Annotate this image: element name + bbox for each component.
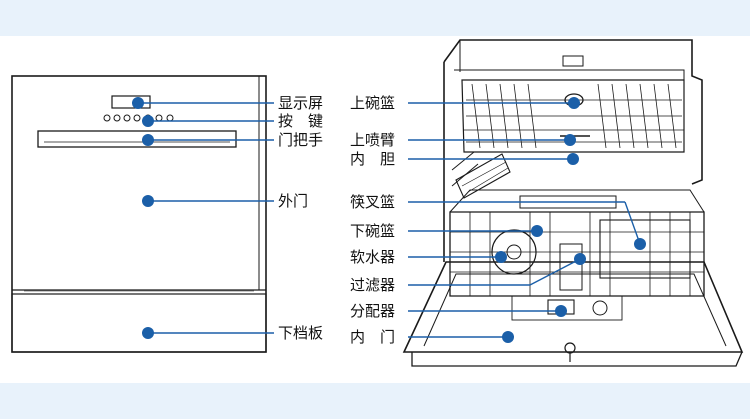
label-handle: 门把手 bbox=[278, 131, 324, 149]
button-circles bbox=[103, 114, 174, 122]
label-filter: 过滤器 bbox=[350, 276, 396, 294]
open-dishwasher bbox=[402, 39, 744, 367]
bottom-band bbox=[0, 383, 750, 419]
label-outer-door: 外门 bbox=[278, 192, 309, 210]
label-upper-basket: 上碗篮 bbox=[350, 94, 396, 112]
label-water-softener: 软水器 bbox=[350, 248, 396, 266]
label-display: 显示屏 bbox=[278, 94, 324, 112]
label-inner-door: 内 门 bbox=[350, 328, 396, 346]
label-buttons: 按 键 bbox=[278, 112, 324, 130]
label-upper-spray-arm: 上喷臂 bbox=[350, 131, 396, 149]
label-cutlery-basket: 筷叉篮 bbox=[350, 193, 396, 211]
top-band bbox=[0, 0, 750, 36]
label-lower-basket: 下碗篮 bbox=[350, 222, 396, 240]
label-inner-tub: 内 胆 bbox=[350, 150, 396, 168]
label-dispenser: 分配器 bbox=[350, 302, 396, 320]
right-leaders bbox=[408, 97, 646, 343]
left-leaders bbox=[132, 97, 274, 339]
label-kick-plate: 下档板 bbox=[278, 324, 324, 342]
front-view bbox=[11, 75, 267, 353]
